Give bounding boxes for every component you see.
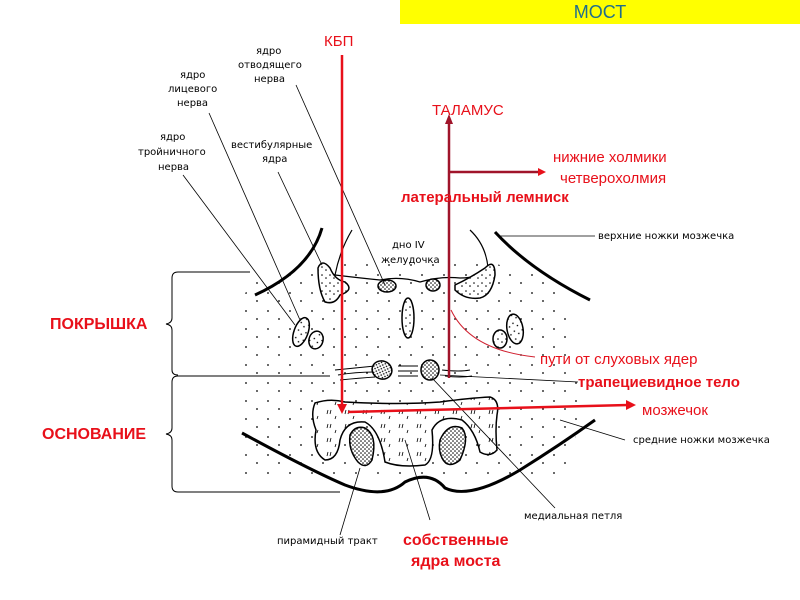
trigeminal-label-line3: нерва [158,162,189,173]
ventricle-floor-label-line2: желудочка [381,255,440,266]
superior-peduncles-label: верхние ножки мозжечка [598,231,734,242]
right-abducens-nucleus [425,278,441,292]
left-medial-lemniscus [371,360,393,380]
midline-nucleus [401,297,415,339]
pontine-nuclei-label-line2: ядра моста [410,553,501,570]
basilar-outline [241,418,596,494]
trapezoid-body-label: трапециевидное тело [578,374,740,391]
right-pyramidal-tract [438,425,467,466]
cerebellum-arrow-right-icon [626,400,636,410]
title-bar: МОСТ [400,0,800,24]
facial-label-line3: нерва [177,98,208,109]
abducens-label-line3: нерва [254,74,285,85]
tegmentum-label: ПОКРЫШКА [50,316,148,333]
facial-label-line2: лицевого [168,84,217,95]
lateral-lemniscus-label: латеральный лемниск [401,189,569,206]
colliculi-arrow-right-icon [538,168,546,176]
medial-lemniscus-label: медиальная петля [524,511,622,522]
pontine-nuclei-region [312,396,499,467]
pontine-nuclei-label-line1: собственные [403,532,509,549]
inferior-colliculi-label-line1: нижние холмики [553,149,667,166]
ventricle-floor-label-line1: дно IV [392,240,425,251]
trigeminal-label-line2: тройничного [138,147,206,158]
right-superior-peduncle-border [493,230,591,302]
pyramidal-tract-label: пирамидный тракт [277,536,378,547]
thalamus-label: ТАЛАМУС [432,102,504,119]
left-facial-nucleus [291,316,311,348]
basis-label: ОСНОВАНИЕ [42,426,146,443]
cerebellum-label: мозжечок [642,402,708,419]
slide-title: МОСТ [573,2,627,22]
thalamus-arrow-up-icon [445,114,453,124]
left-pyramidal-tract [348,426,375,467]
right-vestibular-nucleus [454,263,496,300]
leader-lines [182,84,626,536]
tegmentum-bracket [165,271,250,376]
inferior-colliculi-label-line2: четверохолмия [560,170,666,187]
right-trigeminal-nucleus [492,329,508,349]
lateral-lemniscus-pathway [445,114,546,378]
abducens-label-line2: отводящего [238,60,302,71]
right-medial-lemniscus [420,359,440,381]
left-trigeminal-nucleus [308,330,324,350]
vestibular-label-line2: ядра [262,154,287,165]
left-superior-peduncle-border [254,227,324,297]
facial-label-line1: ядро [180,70,205,81]
trigeminal-label-line1: ядро [160,132,185,143]
right-facial-nucleus [505,313,525,345]
middle-peduncles-label: средние ножки мозжечка [633,435,770,446]
kbp-label: КБП [324,33,353,50]
trapezoid-fibers [334,365,473,381]
vestibular-label-line1: вестибулярные [231,140,312,151]
auditory-pathway-curve [450,309,536,358]
left-abducens-nucleus [377,279,397,293]
auditory-pathways-label: пути от слуховых ядер [540,351,698,368]
corticopontine-pathway [337,55,636,414]
kbp-arrow-down-icon [337,404,347,414]
abducens-label-line1: ядро [256,46,281,57]
